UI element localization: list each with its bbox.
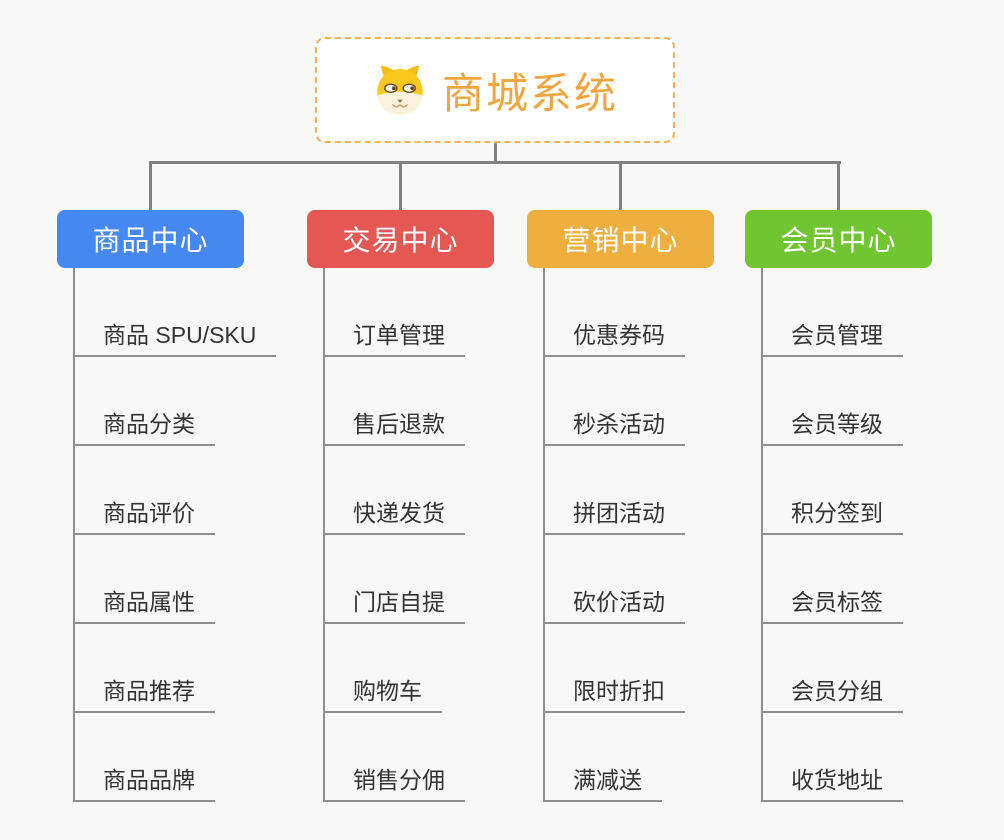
- dog-face-icon: [372, 62, 428, 118]
- tree-item[interactable]: 门店自提: [323, 584, 465, 624]
- tree-item[interactable]: 会员分组: [761, 673, 903, 713]
- branch-column-trade: 订单管理 售后退款 快递发货 门店自提 购物车 销售分佣: [323, 268, 558, 804]
- branch-header-marketing[interactable]: 营销中心: [527, 210, 714, 268]
- tree-item[interactable]: 售后退款: [323, 406, 465, 446]
- tree-item[interactable]: 限时折扣: [543, 673, 685, 713]
- tree-item[interactable]: 秒杀活动: [543, 406, 685, 446]
- branch-header-members[interactable]: 会员中心: [745, 210, 932, 268]
- branch-column-members: 会员管理 会员等级 积分签到 会员标签 会员分组 收货地址: [761, 268, 996, 804]
- tree-item[interactable]: 销售分佣: [323, 762, 465, 802]
- tree-item[interactable]: 商品属性: [73, 584, 215, 624]
- connector-bus: [149, 161, 841, 164]
- tree-item[interactable]: 商品 SPU/SKU: [73, 317, 277, 357]
- tree-item[interactable]: 拼团活动: [543, 495, 685, 535]
- tree-item[interactable]: 收货地址: [761, 762, 903, 802]
- tree-item[interactable]: 商品分类: [73, 406, 215, 446]
- tree-item[interactable]: 积分签到: [761, 495, 903, 535]
- connector-drop-marketing: [619, 161, 622, 210]
- tree-item[interactable]: 会员等级: [761, 406, 903, 446]
- tree-item[interactable]: 商品评价: [73, 495, 215, 535]
- root-title: 商城系统: [441, 69, 618, 117]
- tree-item[interactable]: 商品推荐: [73, 673, 215, 713]
- connector-drop-trade: [399, 161, 402, 210]
- tree-item[interactable]: 满减送: [543, 762, 662, 802]
- connector-drop-products: [149, 161, 152, 210]
- tree-item[interactable]: 快递发货: [323, 495, 465, 535]
- tree-item[interactable]: 优惠券码: [543, 317, 685, 357]
- branch-column-products: 商品 SPU/SKU 商品分类 商品评价 商品属性 商品推荐 商品品牌: [73, 268, 308, 804]
- branch-column-marketing: 优惠券码 秒杀活动 拼团活动 砍价活动 限时折扣 满减送: [543, 268, 778, 804]
- connector-drop-members: [837, 161, 840, 210]
- tree-item[interactable]: 购物车: [323, 673, 442, 713]
- tree-item[interactable]: 会员管理: [761, 317, 903, 357]
- root-node-mall-system[interactable]: 商城系统: [315, 37, 675, 143]
- branch-header-trade[interactable]: 交易中心: [307, 210, 494, 268]
- branch-header-products[interactable]: 商品中心: [57, 210, 244, 268]
- tree-item[interactable]: 会员标签: [761, 584, 903, 624]
- tree-item[interactable]: 订单管理: [323, 317, 465, 357]
- tree-item[interactable]: 砍价活动: [543, 584, 685, 624]
- connector-root-stub: [494, 143, 497, 163]
- tree-item[interactable]: 商品品牌: [73, 762, 215, 802]
